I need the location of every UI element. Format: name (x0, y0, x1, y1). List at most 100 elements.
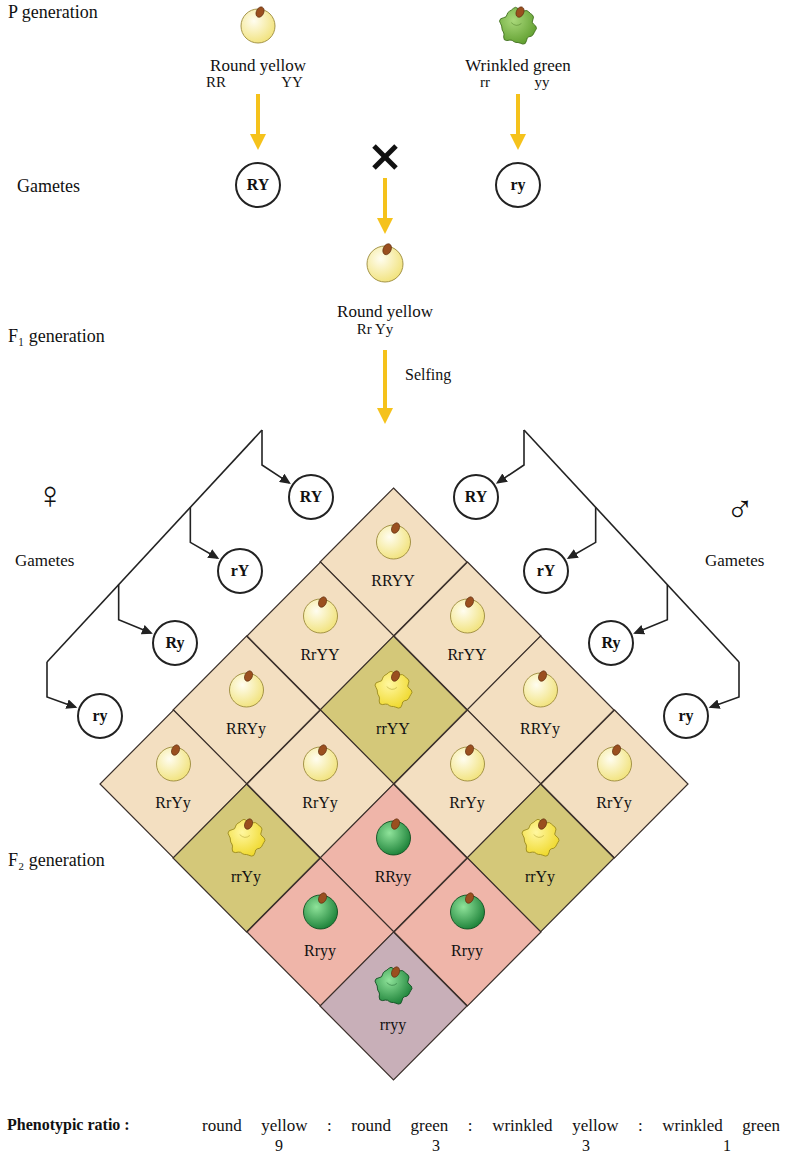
pea-illustrations (241, 6, 537, 282)
pea-stem (514, 6, 525, 19)
genotype-label: RrYy (394, 710, 541, 812)
gamete-circle: rY (217, 548, 263, 594)
ratio-number: 3 (432, 1137, 440, 1155)
ratio-number: 3 (582, 1137, 590, 1155)
gamete-circle: RY (288, 474, 334, 520)
text-label: Gametes (15, 551, 74, 571)
pea-stem (242, 670, 253, 683)
pea-stem (610, 744, 621, 757)
pea-stem (536, 818, 547, 831)
cross-symbol (374, 146, 396, 168)
gamete-label: ry (510, 176, 525, 194)
yellow-arrow (383, 178, 387, 220)
text-label: ♂ (726, 488, 755, 532)
pea-wrinkle (533, 835, 543, 838)
pea-stem (316, 744, 327, 757)
ratio-heading: Phenotypic ratio : (7, 1116, 130, 1134)
pea-stem (242, 818, 253, 831)
genotype-label: rrYy (467, 784, 614, 886)
diamond-outline (320, 932, 467, 1080)
text-label: rr (480, 74, 490, 91)
genotype-label: Rryy (394, 858, 541, 960)
text-label: Round yellow (337, 302, 433, 322)
text-label: Gametes (705, 551, 764, 571)
pea-stem (389, 522, 400, 535)
text-label: Wrinkled green (465, 56, 571, 76)
pea-stem (536, 670, 547, 683)
bracket-arrow (711, 662, 740, 707)
text-label: Gametes (17, 176, 80, 197)
genotype-label: RRYy (173, 636, 320, 738)
pea-stem (463, 744, 474, 757)
genotype-label: RrYY (247, 562, 394, 664)
pea-wrinkle (239, 835, 249, 838)
pea-stem (463, 596, 474, 609)
text-label: Round yellow (210, 56, 306, 76)
pea-stem (316, 892, 327, 905)
genotype-label: rrYy (173, 784, 320, 886)
bracket-arrow (498, 430, 524, 483)
gamete-circle: RY (235, 162, 281, 208)
genotype-label: rryy (320, 932, 467, 1034)
genotype-label: RrYy (247, 710, 394, 812)
text-label: YY (281, 74, 303, 91)
pea-stem (389, 670, 400, 683)
gamete-label: ry (92, 707, 107, 725)
bracket-line (47, 430, 262, 662)
genotype-label: RRyy (320, 784, 467, 886)
pea-wrinkle (386, 983, 396, 986)
text-label: P generation (8, 2, 98, 23)
pea-wrinkle (386, 687, 396, 690)
gamete-circle: Ry (588, 620, 634, 666)
yellow-arrow (383, 350, 387, 410)
pea-wrinkle (511, 23, 521, 26)
gamete-circle: RY (453, 474, 499, 520)
gamete-circle: rY (523, 548, 569, 594)
pea-stem (254, 6, 265, 19)
text-label: Rr Yy (357, 321, 394, 338)
ratio-number: 9 (275, 1137, 283, 1155)
bracket-arrow (262, 430, 289, 483)
text-label: F₂ generation (8, 850, 105, 871)
gamete-circle: Ry (152, 620, 198, 666)
text-label: round yellow : round green : wrinkled ye… (202, 1116, 780, 1136)
gamete-circle: ry (663, 693, 709, 739)
gamete-label: RY (300, 488, 323, 506)
punnett-cell: rryy (320, 932, 467, 1080)
genotype-label: RRYY (320, 488, 467, 590)
text-label: Selfing (405, 366, 451, 384)
pea-stem (389, 818, 400, 831)
genotype-label: RRYy (467, 636, 614, 738)
bracket-arrow (119, 585, 151, 633)
cell-diamond (320, 932, 467, 1080)
genotype-label: rrYY (320, 636, 467, 738)
bracket-arrow (47, 662, 76, 707)
bracket-arrow (190, 507, 217, 558)
gamete-label: rY (231, 562, 250, 580)
genotype-label: RrYy (100, 710, 247, 812)
genotype-label: RrYY (394, 562, 541, 664)
yellow-arrow (516, 94, 520, 136)
bracket-line (524, 430, 739, 662)
yellow-arrow (256, 94, 260, 136)
genotype-label: RrYy (541, 710, 688, 812)
yellow-arrows (258, 94, 518, 410)
gamete-label: RY (247, 176, 270, 194)
genotype-label: Rryy (247, 858, 394, 960)
pea-stem (389, 966, 400, 979)
pea-stem (381, 242, 393, 256)
gamete-label: Ry (166, 634, 185, 652)
gamete-label: ry (678, 707, 693, 725)
bracket-arrow (635, 585, 667, 633)
gamete-circle: ry (77, 693, 123, 739)
gamete-label: Ry (602, 634, 621, 652)
pea-stem (463, 892, 474, 905)
pea-stem (316, 596, 327, 609)
bracket-arrow (569, 507, 596, 558)
text-label: ♀ (36, 474, 65, 518)
ratio-number: 1 (723, 1137, 731, 1155)
gamete-circle: ry (495, 162, 541, 208)
text-label: RR (206, 74, 226, 91)
pea-stem (169, 744, 180, 757)
text-label: F₁ generation (8, 326, 105, 347)
